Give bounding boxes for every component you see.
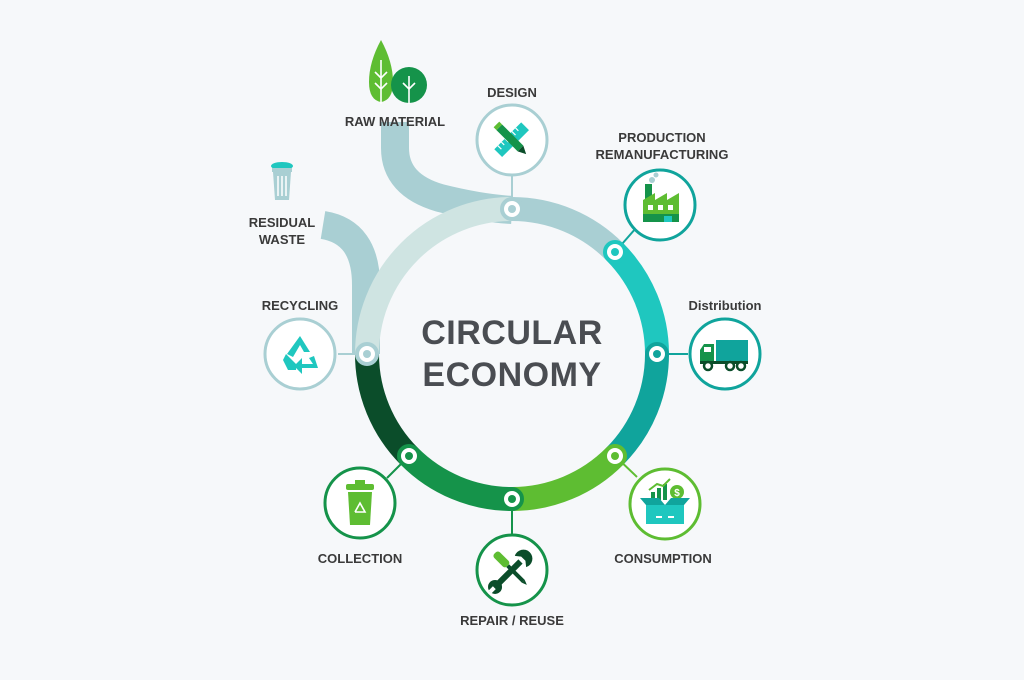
label-remanufacturing: REMANUFACTURING <box>596 147 729 162</box>
label-waste: WASTE <box>259 232 306 247</box>
label-raw-material: RAW MATERIAL <box>345 114 445 129</box>
residual-waste-flow <box>319 211 380 354</box>
ring-segment-repair-collection <box>400 447 513 511</box>
label-consumption: CONSUMPTION <box>614 551 712 566</box>
label-production: PRODUCTION <box>618 130 705 145</box>
trees-icon <box>369 40 427 104</box>
ring-nodes <box>355 197 669 511</box>
recycle-bin-icon <box>346 480 374 525</box>
ring-segment-design-production <box>511 197 624 261</box>
ring-segment-production-distribution <box>606 243 669 355</box>
trash-can-icon <box>271 162 293 200</box>
ring-segment-recycling-design <box>355 197 513 355</box>
truck-icon <box>700 340 748 372</box>
label-design: DESIGN <box>487 85 537 100</box>
recycle-icon <box>283 336 318 374</box>
box-chart-icon: $ <box>640 478 690 524</box>
label-recycling: RECYCLING <box>262 298 339 313</box>
diagram-title-line1: CIRCULAR <box>421 314 603 352</box>
diagram-title-line2: ECONOMY <box>422 356 601 394</box>
recycling-circle <box>263 317 337 391</box>
ring-segment-collection-recycling <box>355 353 418 465</box>
svg-text:$: $ <box>674 488 680 499</box>
wrench-screwdriver-icon <box>488 549 533 594</box>
label-residual: RESIDUAL <box>249 215 316 230</box>
label-collection: COLLECTION <box>318 551 403 566</box>
ring-segment-consumption-repair <box>511 447 624 511</box>
consumption-circle <box>628 467 702 541</box>
ring-segment-distribution-consumption <box>606 353 669 465</box>
label-repair-reuse: REPAIR / REUSE <box>460 613 564 628</box>
cycle-ring <box>355 197 669 511</box>
label-distribution: Distribution <box>689 298 762 313</box>
pencil-ruler-icon <box>493 121 529 157</box>
factory-icon <box>643 172 679 222</box>
